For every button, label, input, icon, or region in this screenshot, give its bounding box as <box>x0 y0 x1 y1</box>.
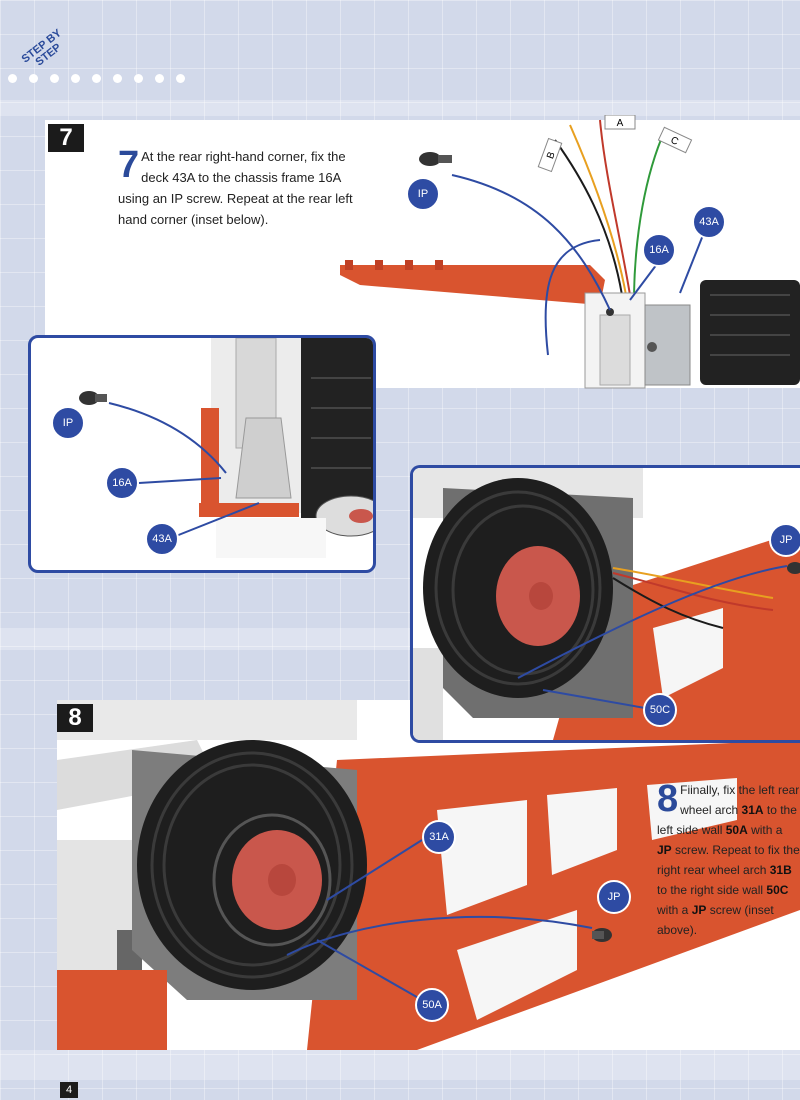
step7-number: 7 <box>48 124 84 152</box>
header-dots <box>8 74 185 83</box>
wire-tag-a: A <box>604 115 636 130</box>
inset7-callout-16a: 16A <box>105 466 139 500</box>
callout-ip: IP <box>406 177 440 211</box>
step7-inset-illustration <box>79 338 373 558</box>
inset8-callout-50c: 50C <box>643 693 677 727</box>
inset7-callout-ip: IP <box>51 406 85 440</box>
step8-callout-50a: 50A <box>415 988 449 1022</box>
step8-illustration <box>57 700 800 1050</box>
wire-tag-c: C <box>657 126 693 154</box>
wire-tag-b: B <box>537 137 563 173</box>
background-band <box>0 100 800 116</box>
step8-number: 8 <box>57 704 93 732</box>
step8-initial: 8 <box>657 778 679 820</box>
svg-text:A: A <box>617 118 624 129</box>
step8-callout-31a: 31A <box>422 820 456 854</box>
step7-text: At the rear right-hand corner, fix the d… <box>118 149 353 227</box>
step8-inset: JP 50C <box>410 465 800 743</box>
ip-screw-icon <box>79 391 107 405</box>
section-label: STEP BY STEP <box>19 27 64 69</box>
step7-inset: IP 16A 43A <box>28 335 376 573</box>
step8-instruction: 8 Fiinally, fix the left rear wheel arch… <box>657 778 800 937</box>
ip-screw-icon <box>419 152 452 166</box>
background-band <box>0 1050 800 1080</box>
jp-screw-icon <box>592 928 612 942</box>
step7-instruction: 7 At the rear right-hand corner, fix the… <box>118 146 358 230</box>
svg-text:B: B <box>545 150 558 160</box>
svg-text:C: C <box>669 135 680 148</box>
step7-illustration: A B C <box>340 115 800 389</box>
step7-initial: 7 <box>118 144 140 186</box>
inset7-callout-43a: 43A <box>145 522 179 556</box>
callout-16a: 16A <box>642 233 676 267</box>
jp-screw-icon <box>787 562 800 574</box>
callout-43a: 43A <box>692 205 726 239</box>
step8-panel: 31A JP 50A 8 Fiinally, fix the left rear… <box>57 700 800 1050</box>
page-number: 4 <box>60 1082 78 1098</box>
inset8-callout-jp: JP <box>769 523 800 557</box>
step8-inset-illustration <box>413 468 800 740</box>
step8-callout-jp: JP <box>597 880 631 914</box>
